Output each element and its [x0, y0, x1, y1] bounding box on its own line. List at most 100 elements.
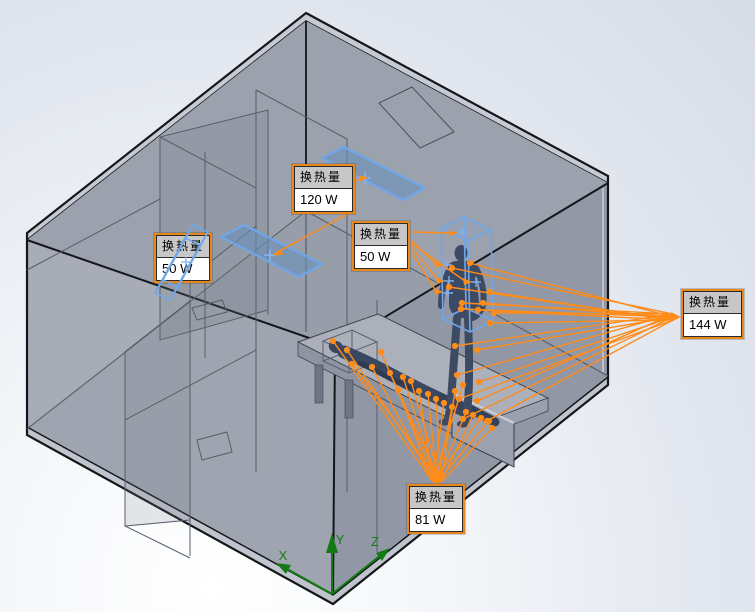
leader-dot	[453, 371, 461, 379]
leader-line	[476, 313, 674, 402]
leader-dot	[486, 319, 494, 327]
leader-line	[432, 402, 445, 483]
light-panel-face[interactable]	[320, 145, 427, 202]
leader-line	[489, 319, 674, 324]
leader-dot	[477, 414, 485, 422]
leader-line	[462, 316, 674, 420]
leader-dot	[368, 363, 376, 371]
wall-opening	[191, 299, 228, 321]
leader-dot	[448, 264, 456, 272]
leader-arrow-icon	[671, 312, 681, 322]
room-outline	[25, 11, 610, 606]
leader-dot	[394, 386, 402, 394]
callout-title: 换热量	[410, 487, 463, 509]
callout-frame: 换热量 50 W	[156, 235, 211, 281]
leader-dot	[458, 299, 466, 307]
leader-dot	[469, 411, 477, 419]
callout-person-box-50w[interactable]: 换热量 50 W	[352, 221, 411, 271]
leader-dot	[329, 337, 337, 345]
leaders-120w	[272, 175, 368, 255]
leader-dot	[451, 342, 459, 350]
roof-hatch-outline	[378, 86, 455, 149]
callout-standing-person-144w[interactable]: 换热量 144 W	[681, 289, 744, 339]
callout-frame: 换热量 81 W	[409, 486, 464, 532]
leader-dot	[424, 390, 432, 398]
leader-dot	[348, 360, 356, 368]
leaders-50w	[410, 230, 472, 295]
leader-line	[456, 313, 674, 376]
left-wall-face	[27, 240, 335, 595]
leader-dot	[474, 306, 482, 314]
callout-title: 换热量	[157, 236, 210, 258]
leader-line	[454, 313, 674, 347]
leader-arrow-icons	[434, 230, 472, 295]
leader-dot	[486, 288, 494, 296]
leader-arrow-icon	[272, 249, 283, 255]
selection-cross-icons	[442, 227, 481, 298]
axis-y-label: Y	[336, 532, 345, 547]
callout-wall-unit-50w[interactable]: 换热量 50 W	[154, 233, 213, 283]
callout-frame: 换热量 144 W	[683, 291, 742, 337]
leader-dot	[473, 397, 481, 405]
leader-line	[451, 267, 674, 315]
front-corner-edge	[332, 346, 336, 596]
leader-dot	[440, 399, 448, 407]
axis-z-arrow-icon	[376, 548, 390, 561]
leader-dot	[462, 408, 470, 416]
leader-dot	[479, 299, 487, 307]
callout-value: 50 W	[157, 258, 210, 280]
leader-line	[469, 262, 674, 318]
leader-dot	[415, 387, 423, 395]
leader-dot	[432, 395, 440, 403]
leader-dot	[451, 387, 459, 395]
callout-ceiling-lights-120w[interactable]: 换热量 120 W	[292, 164, 355, 214]
leader-dot	[475, 378, 483, 386]
callout-title: 换热量	[355, 224, 408, 246]
leader-line	[440, 427, 493, 483]
light-panel-face[interactable]	[219, 223, 324, 279]
leader-arrow-icon	[360, 175, 368, 181]
standing-person-left-arm	[438, 265, 453, 309]
leader-dot	[377, 348, 385, 356]
room-shell	[25, 11, 610, 606]
leaders-144w	[445, 259, 681, 425]
wall-opening	[196, 431, 233, 461]
leader-line	[486, 319, 674, 422]
leader-line	[397, 389, 434, 483]
leader-dot	[466, 259, 474, 267]
leader-dot	[386, 369, 394, 377]
axis-z-label: Z	[371, 534, 379, 549]
leader-line	[371, 366, 434, 483]
axis-x	[279, 564, 333, 595]
leader-dot	[473, 346, 481, 354]
callout-frame: 换热量 120 W	[294, 166, 353, 212]
leader-line	[402, 376, 438, 483]
callout-title: 换热量	[295, 167, 352, 189]
leader-line	[461, 302, 674, 315]
table-leg	[344, 379, 354, 419]
callout-lying-person-81w[interactable]: 换热量 81 W	[407, 484, 466, 534]
table-leg	[314, 364, 324, 404]
standing-person-left-leg	[444, 314, 461, 424]
axis-z	[331, 550, 387, 595]
axis-x-label: X	[279, 548, 288, 563]
leader-line	[436, 420, 490, 483]
partition-wall	[159, 109, 269, 341]
axis-x-arrow-icon	[276, 563, 291, 574]
callout-value: 120 W	[295, 189, 352, 211]
callout-frame: 换热量 50 W	[354, 223, 409, 269]
leader-dot	[407, 377, 415, 385]
origin-triad: X Y Z	[276, 532, 390, 595]
leader-dot	[457, 305, 465, 313]
highlight-box-standing-person[interactable]	[439, 216, 495, 333]
leader-dot	[488, 424, 496, 432]
leader-line	[432, 384, 464, 483]
leader-line	[458, 319, 674, 400]
callout-value: 144 W	[684, 314, 741, 336]
leader-dot	[343, 346, 351, 354]
standing-person-right-leg	[461, 314, 474, 426]
callout-title: 换热量	[684, 292, 741, 314]
callout-value: 50 W	[355, 246, 408, 268]
